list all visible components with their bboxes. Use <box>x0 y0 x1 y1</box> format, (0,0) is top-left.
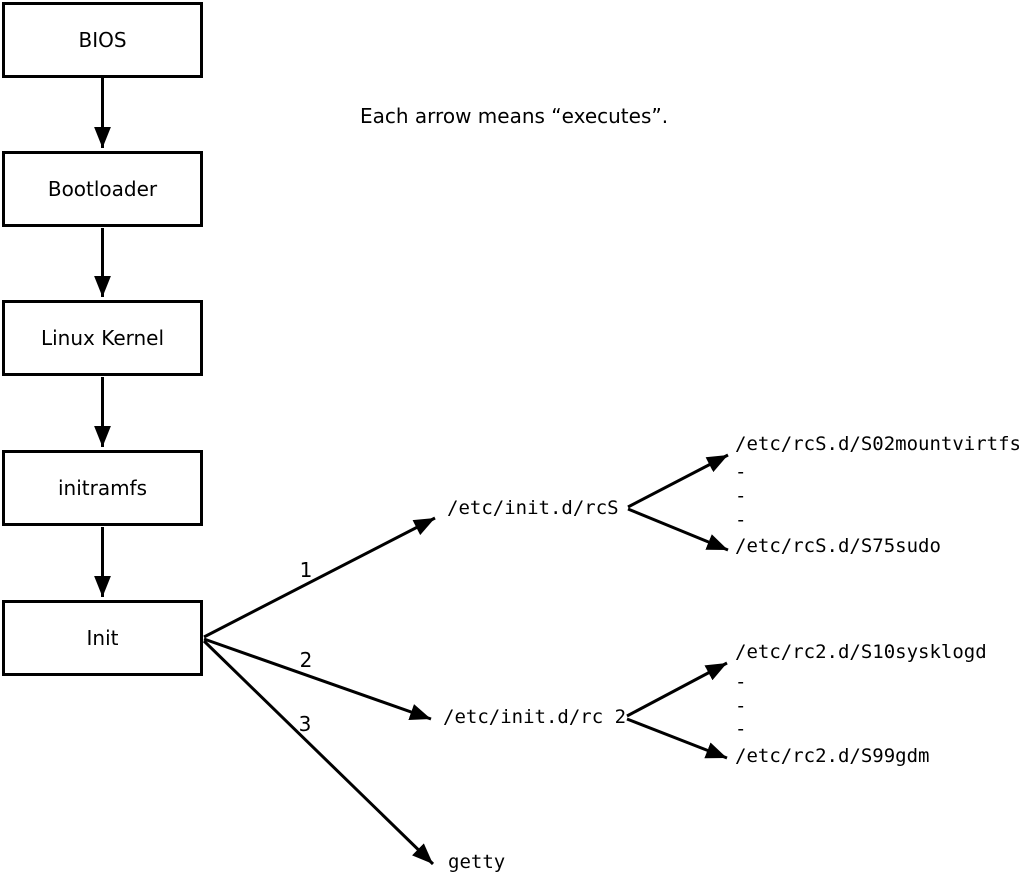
rcs-ellipsis-dash-3: - <box>735 509 747 531</box>
branch-number-3: 3 <box>298 712 312 736</box>
arrow-init-to-rc2 <box>203 637 432 721</box>
branch-number-1: 1 <box>299 558 313 582</box>
arrow-init-to-rcs <box>203 516 436 639</box>
box-initramfs: initramfs <box>2 450 203 526</box>
rcs-ellipsis-dash-1: - <box>735 461 747 483</box>
arrow-rc2-to-s99gdm <box>626 717 728 760</box>
arrow-rcs-to-s75sudo <box>627 507 729 552</box>
node-getty: getty <box>448 851 506 873</box>
box-init-label: Init <box>86 626 119 650</box>
box-init: Init <box>2 600 203 676</box>
rc2-ellipsis-dash-3: - <box>735 718 747 740</box>
node-etc-initd-rcs: /etc/init.d/rcS <box>447 497 619 519</box>
box-linux-kernel-label: Linux Kernel <box>40 326 165 350</box>
box-linux-kernel: Linux Kernel <box>2 300 203 376</box>
node-rcsd-s75sudo: /etc/rcS.d/S75sudo <box>735 535 941 557</box>
rc2-ellipsis-dash-2: - <box>735 695 747 717</box>
node-rc2d-s10sysklogd: /etc/rc2.d/S10sysklogd <box>735 641 987 663</box>
arrow-rcs-to-s02mountvirtfs <box>627 453 729 509</box>
node-rc2d-s99gdm: /etc/rc2.d/S99gdm <box>735 745 930 767</box>
box-bootloader-label: Bootloader <box>47 177 158 201</box>
rcs-ellipsis-dash-2: - <box>735 485 747 507</box>
branch-number-2: 2 <box>299 648 313 672</box>
box-initramfs-label: initramfs <box>57 476 148 500</box>
node-rcsd-s02mountvirtfs: /etc/rcS.d/S02mountvirtfs <box>735 433 1021 455</box>
box-bios-label: BIOS <box>78 28 127 52</box>
box-bios: BIOS <box>2 2 203 78</box>
node-etc-initd-rc2: /etc/init.d/rc 2 <box>443 706 627 728</box>
legend-note: Each arrow means “executes”. <box>360 104 669 128</box>
rc2-ellipsis-dash-1: - <box>735 671 747 693</box>
arrow-init-to-getty <box>202 639 435 866</box>
box-bootloader: Bootloader <box>2 151 203 227</box>
arrow-rc2-to-s10sysklogd <box>626 661 728 718</box>
